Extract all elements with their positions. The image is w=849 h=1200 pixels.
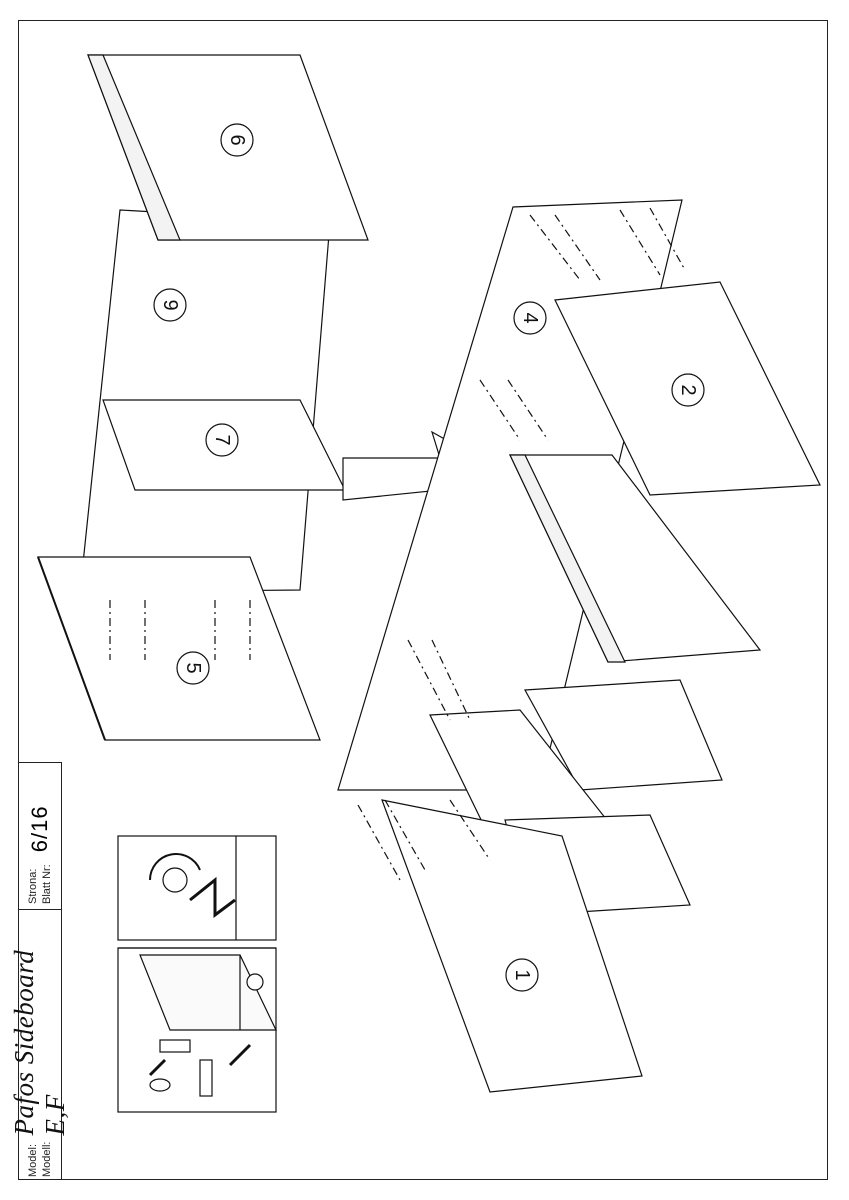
- part-label-2: [671, 373, 705, 407]
- inset-hex-key-detail: [117, 835, 277, 941]
- model-label: Model:: [27, 1143, 39, 1177]
- part-label-1: [505, 958, 539, 992]
- panel-6-edge: [87, 54, 181, 241]
- part-number-9: 9: [159, 299, 181, 310]
- top-shelf-edge: [509, 454, 626, 663]
- part-label-4: [513, 301, 547, 335]
- page-label-de: Blatt Nr:: [41, 864, 53, 904]
- part-label-9: [153, 288, 187, 322]
- page-section: Strona: Blatt Nr: 6/16: [18, 763, 62, 909]
- part-number-2: 2: [677, 384, 699, 395]
- modell-label: Modell:: [41, 1141, 53, 1177]
- part-number-4: 4: [519, 312, 541, 323]
- title-block: Model: Modell: Pafos Sideboard E,F Stron…: [9, 762, 70, 1181]
- part-number-1: 1: [511, 969, 533, 980]
- model-section: Model: Modell: Pafos Sideboard E,F: [9, 909, 70, 1181]
- part-number-7: 7: [211, 434, 233, 445]
- model-name: Pafos Sideboard E,F: [9, 949, 70, 1136]
- middle-shelf: [524, 679, 723, 791]
- dowels-4: [357, 207, 686, 881]
- page-label: Strona:: [27, 868, 39, 904]
- panel-1: [381, 799, 643, 1093]
- part-label-5: [176, 651, 210, 685]
- part-label-6: [220, 123, 254, 157]
- page-number: 6/16: [27, 805, 52, 853]
- part-label-7: [205, 423, 239, 457]
- part-number-5: 5: [182, 662, 204, 673]
- part-number-6: 6: [226, 134, 248, 145]
- inset-cam-lock-detail: [117, 947, 277, 1113]
- dowels-5: [109, 600, 251, 660]
- page-border: [18, 20, 828, 1180]
